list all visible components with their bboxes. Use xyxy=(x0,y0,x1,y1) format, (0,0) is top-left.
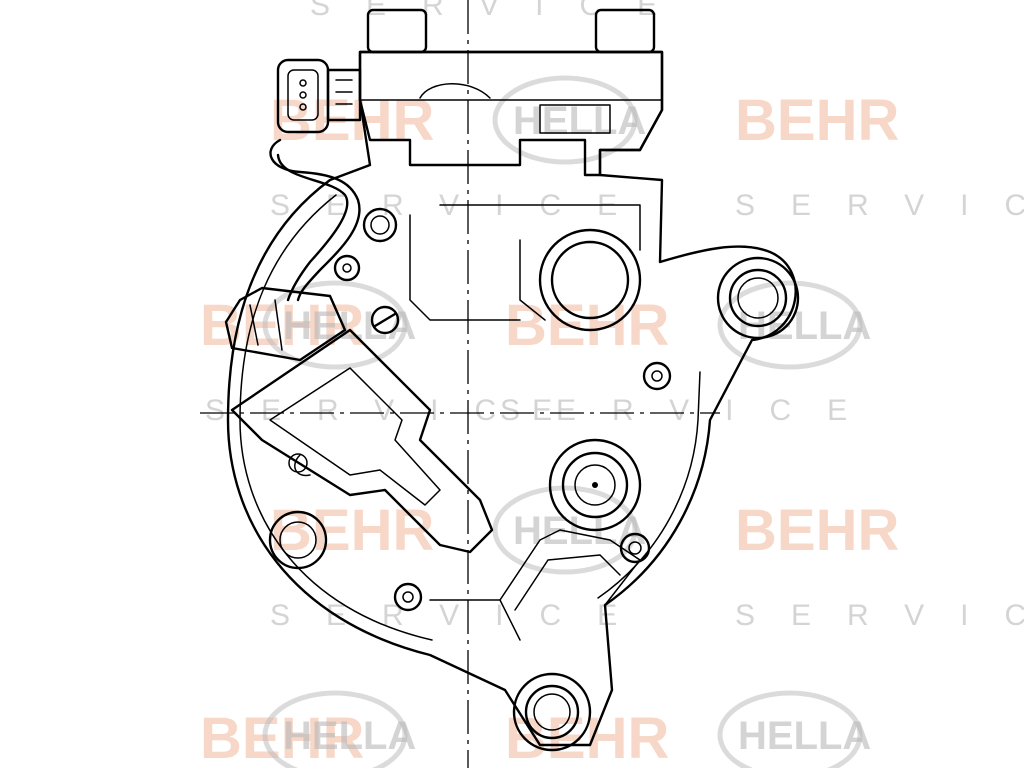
rear-boss-inner xyxy=(279,521,317,559)
bolt-center xyxy=(402,591,414,603)
watermark-service-text: SERVICE xyxy=(310,0,693,22)
center-lines xyxy=(200,0,720,768)
bolt-boss xyxy=(362,207,398,243)
fitting-left xyxy=(366,8,428,54)
mount-boss-bottom xyxy=(512,672,592,752)
bolt-center xyxy=(342,263,352,273)
mount-hole-right-inner xyxy=(737,277,779,319)
bolt-center xyxy=(651,370,663,382)
connector-socket xyxy=(287,69,319,121)
watermark-behr-text: BEHR xyxy=(505,293,669,358)
suction-port xyxy=(550,240,630,320)
side-connector xyxy=(224,286,347,362)
watermark-hella-ellipse xyxy=(717,690,863,768)
watermark-hella-text: HELLA xyxy=(283,714,416,758)
mount-hole-bottom-inner xyxy=(533,693,571,731)
watermark-behr-text: BEHR xyxy=(735,88,899,153)
watermark-service-text: SERVICE xyxy=(205,394,588,427)
control-valve-inner xyxy=(269,367,441,506)
housing-inner-rim xyxy=(239,194,433,641)
small-fitting xyxy=(288,453,308,473)
lower-web xyxy=(429,599,521,641)
watermark-hella-ellipse xyxy=(492,485,638,575)
shaft-center xyxy=(592,482,598,488)
housing-outline xyxy=(226,50,797,747)
watermark-hella-ellipse xyxy=(262,280,408,370)
watermark-service-text: SERVICE xyxy=(735,189,1024,222)
connector-pin xyxy=(299,91,307,99)
mount-hole-bottom xyxy=(524,684,580,740)
watermark-hella-text: HELLA xyxy=(738,714,871,758)
watermark-service-text: SERVICE xyxy=(270,599,653,632)
lower-bracket xyxy=(499,529,641,606)
side-connector-line xyxy=(274,299,283,351)
suction-port-ring xyxy=(538,228,642,332)
mount-boss-right xyxy=(716,256,800,340)
wire-harness xyxy=(269,138,361,302)
watermark-hella-text: HELLA xyxy=(513,509,646,553)
watermark-hella-ellipse xyxy=(262,690,408,768)
watermark-layer: SERVICE SERVICE SERVICE SERVICE SERVICE … xyxy=(200,0,1024,768)
port-web xyxy=(439,204,641,251)
watermark-hella-text: HELLA xyxy=(513,99,646,143)
connector-pin xyxy=(299,79,307,87)
compressor-body xyxy=(224,8,800,752)
manifold-arc xyxy=(419,83,491,99)
port-web xyxy=(519,239,546,321)
port-web xyxy=(409,214,521,321)
bolt-center xyxy=(628,541,642,555)
watermark-service-text: SERVICE xyxy=(500,394,883,427)
watermark-service-text: SERVICE xyxy=(735,599,1024,632)
fitting-right xyxy=(594,8,656,54)
housing-inner-rim-right xyxy=(597,371,701,599)
watermark-behr-text: BEHR xyxy=(505,706,669,768)
shaft-boss-inner xyxy=(574,464,616,506)
watermark-hella-ellipse xyxy=(717,280,863,370)
manifold-slot xyxy=(539,104,611,134)
bolt-hole xyxy=(333,254,361,282)
watermark-hella-ellipse xyxy=(492,75,638,165)
control-valve-body xyxy=(230,328,494,554)
valve-detail xyxy=(294,454,311,477)
connector-pin xyxy=(299,103,307,111)
manifold-block xyxy=(358,50,664,177)
rear-boss xyxy=(268,510,328,570)
mount-hole-right xyxy=(728,268,788,328)
wire-harness-outer xyxy=(276,153,349,302)
connector-clip xyxy=(326,68,362,122)
bolt-hole xyxy=(642,361,672,391)
shaft-boss-outer xyxy=(548,438,642,532)
lower-bracket-inner xyxy=(514,554,621,611)
side-connector-line xyxy=(249,304,259,346)
screw-head xyxy=(370,305,400,335)
bolt-boss-inner xyxy=(370,215,390,235)
shaft-boss xyxy=(561,451,629,519)
bolt-hole xyxy=(619,532,651,564)
screw-slot xyxy=(373,312,397,328)
watermark-behr-text: BEHR xyxy=(200,706,364,768)
bolt-hole xyxy=(393,582,423,612)
watermark-behr-text: BEHR xyxy=(270,498,434,563)
watermark-behr-text: BEHR xyxy=(735,498,899,563)
